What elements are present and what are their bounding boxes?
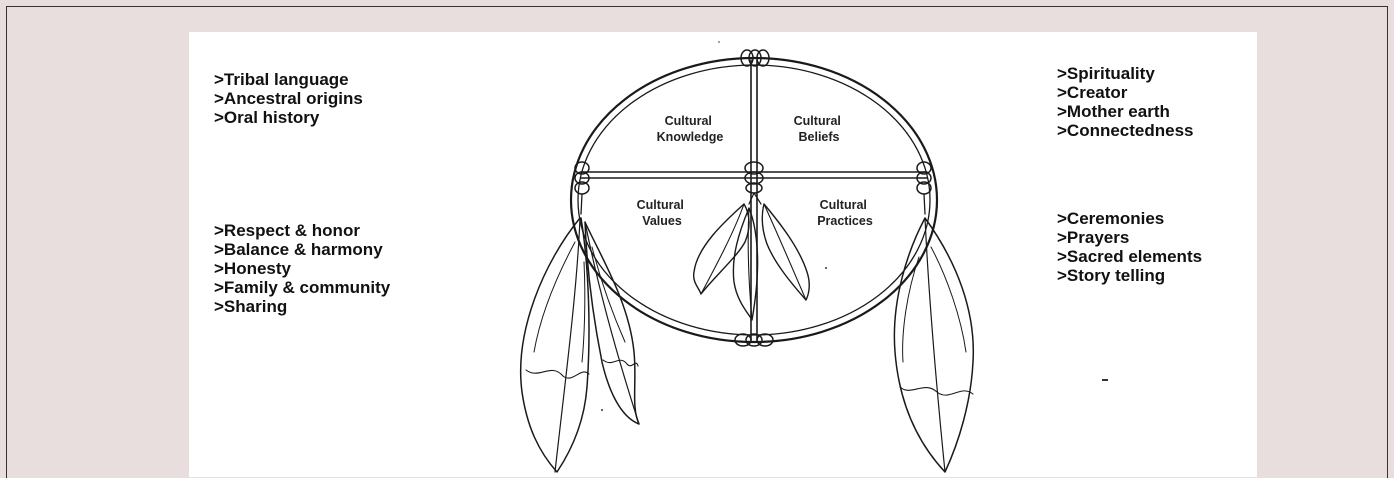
- svg-text:Cultural Knowledge: Cultural Knowledge: [657, 114, 724, 144]
- left-feather-large: [521, 218, 589, 472]
- quadrant-practices-line1: Cultural: [820, 198, 867, 212]
- outer-frame: >Tribal language >Ancestral origins >Ora…: [6, 6, 1388, 478]
- svg-text:Cultural Practices: Cultural Practices: [817, 198, 873, 228]
- right-feather: [894, 218, 973, 472]
- svg-text:Cultural Beliefs: Cultural Beliefs: [794, 114, 845, 144]
- quadrant-knowledge-line1: Cultural: [665, 114, 712, 128]
- medicine-wheel-diagram: Cultural Knowledge Cultural Beliefs Cult…: [189, 32, 1257, 477]
- center-feather-right: [762, 204, 809, 300]
- wheel-hoop-outer: [571, 58, 937, 342]
- quadrant-practices-line2: Practices: [817, 214, 873, 228]
- quadrant-knowledge-line2: Knowledge: [657, 130, 724, 144]
- wheel-hoop-inner: [578, 65, 930, 335]
- figure-panel: >Tribal language >Ancestral origins >Ora…: [189, 32, 1257, 477]
- quadrant-beliefs-line2: Beliefs: [799, 130, 840, 144]
- bottom-knot: [735, 334, 773, 346]
- quadrant-values-line2: Values: [642, 214, 682, 228]
- quadrant-beliefs-line1: Cultural: [794, 114, 841, 128]
- center-feather-left: [694, 204, 758, 320]
- svg-text:Cultural Values: Cultural Values: [637, 198, 688, 228]
- quadrant-values-line1: Cultural: [637, 198, 684, 212]
- left-feather-small: [585, 222, 639, 424]
